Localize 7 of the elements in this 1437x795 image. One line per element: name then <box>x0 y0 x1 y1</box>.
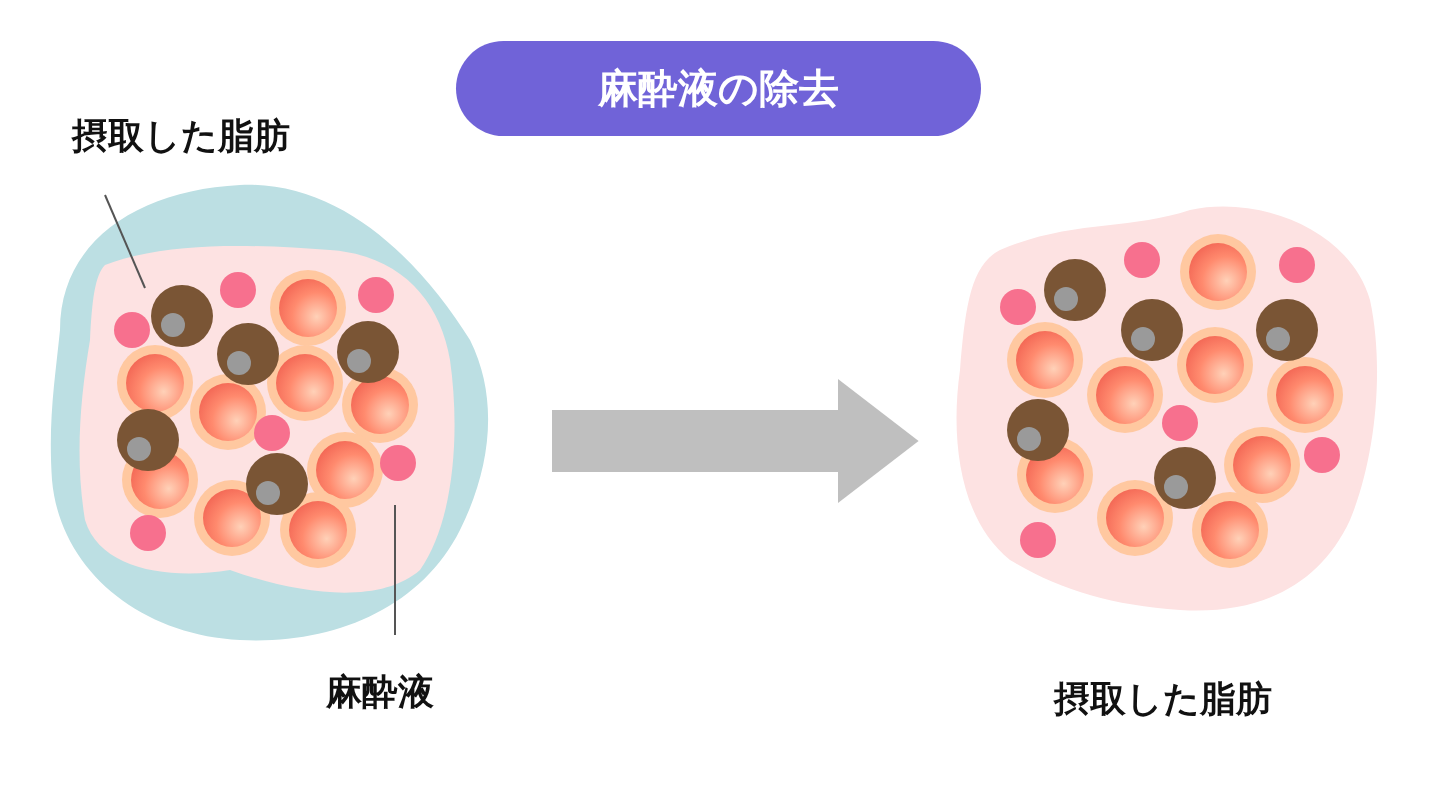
block-arrow <box>552 379 919 503</box>
leader-line <box>104 194 146 289</box>
label-text: 摂取した脂肪 <box>72 112 332 162</box>
leader-line <box>394 504 396 636</box>
label-text: 麻酔液 <box>326 668 466 718</box>
title-banner: 麻酔液の除去 <box>456 41 981 136</box>
label-text: 摂取した脂肪 <box>1053 677 1272 721</box>
